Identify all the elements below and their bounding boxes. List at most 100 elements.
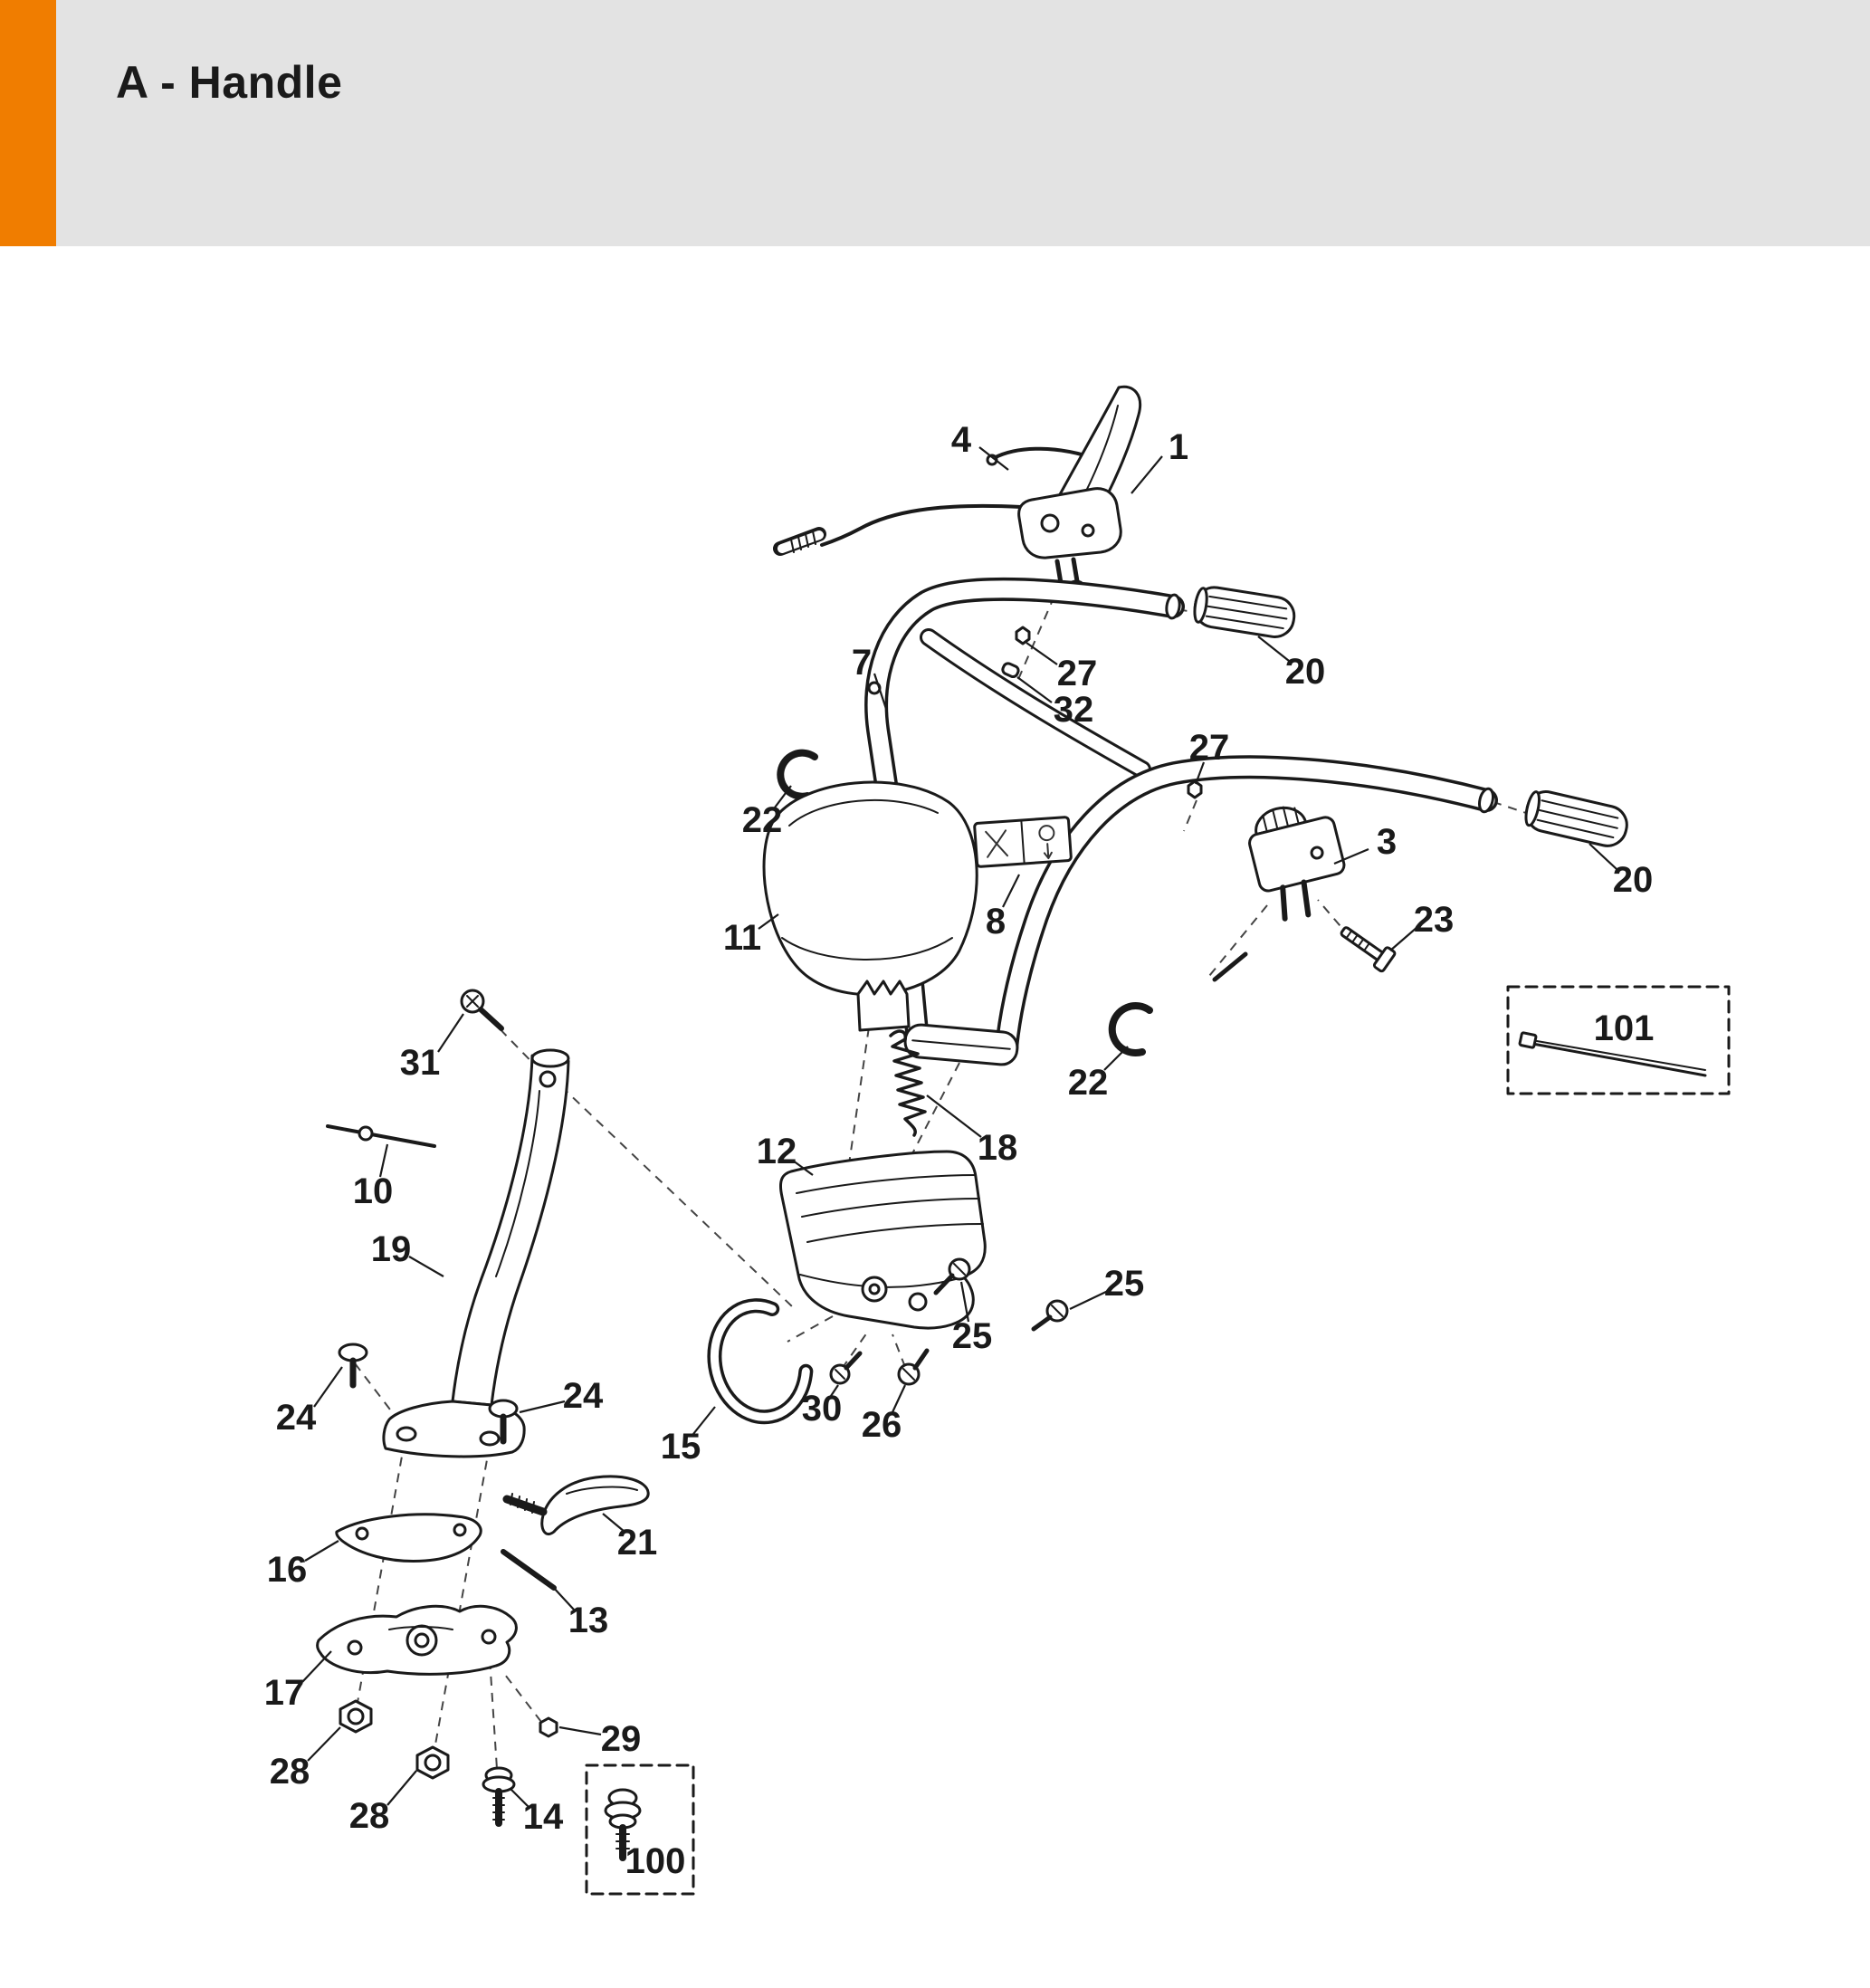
callout-leader — [1002, 874, 1020, 908]
callout-leader — [510, 1788, 530, 1808]
part-callout-31: 31 — [400, 1043, 441, 1083]
callout-leader — [386, 1770, 417, 1806]
part-callout-101: 101 — [1594, 1008, 1655, 1048]
part-callout-30: 30 — [802, 1389, 843, 1429]
part-callout-17: 17 — [264, 1673, 305, 1713]
callout-leader — [1589, 843, 1617, 870]
part-callout-18: 18 — [978, 1128, 1018, 1168]
part-callout-7: 7 — [852, 643, 872, 683]
nut-28b — [415, 1745, 450, 1780]
callout-leader — [437, 1013, 464, 1053]
part-callout-22: 22 — [1068, 1063, 1109, 1103]
bolt-24a — [338, 1343, 368, 1389]
part-callout-4: 4 — [951, 420, 972, 460]
part-callout-20: 20 — [1285, 652, 1326, 692]
screw-100 — [604, 1788, 642, 1861]
lower-handle-tube — [382, 1048, 570, 1458]
mount-bracket — [316, 1604, 518, 1676]
part-callout-28: 28 — [270, 1752, 310, 1792]
callout-leader — [1257, 636, 1290, 662]
nut-27-right — [1187, 779, 1203, 799]
detent-teeth — [856, 980, 911, 1032]
callout-leader — [892, 1384, 906, 1413]
circlip-upper — [777, 749, 818, 800]
part-callout-100: 100 — [625, 1841, 686, 1881]
rod-10 — [326, 1124, 436, 1148]
callout-leader — [692, 1406, 716, 1435]
callout-leader — [1016, 676, 1053, 703]
tension-spring — [889, 1029, 927, 1137]
part-callout-16: 16 — [267, 1550, 308, 1590]
part-callout-14: 14 — [523, 1797, 564, 1837]
clamp-ring — [707, 1298, 814, 1425]
part-callout-8: 8 — [986, 902, 1006, 941]
callout-leader — [558, 1725, 602, 1736]
callout-leader — [1069, 1290, 1109, 1310]
circlip-right — [1108, 1002, 1153, 1057]
part-callout-26: 26 — [862, 1405, 902, 1445]
nut-27-upper — [1015, 626, 1031, 645]
callout-leader — [378, 1143, 389, 1178]
optional-part-box-100 — [585, 1763, 695, 1896]
screw-14 — [482, 1766, 516, 1827]
callout-leader — [307, 1726, 341, 1762]
callout-leader — [830, 1384, 839, 1397]
spacer-plate — [335, 1513, 482, 1563]
part-callout-25: 25 — [952, 1316, 993, 1356]
console-cover — [762, 780, 978, 997]
callout-leader — [304, 1540, 339, 1562]
pin-13 — [501, 1549, 557, 1591]
page-title: A - Handle — [116, 57, 343, 108]
warning-label — [973, 816, 1073, 868]
part-callout-3: 3 — [1377, 822, 1397, 862]
part-callout-27: 27 — [1189, 728, 1230, 768]
callout-leader — [959, 1281, 970, 1323]
callout-leader — [774, 785, 792, 808]
callout-leader — [758, 913, 779, 930]
part-callout-13: 13 — [568, 1601, 609, 1640]
bolt-23 — [1340, 926, 1397, 973]
callout-leader — [313, 1366, 343, 1408]
part-callout-32: 32 — [1054, 690, 1094, 730]
grip-lower — [1524, 790, 1628, 847]
screw-25a — [933, 1257, 971, 1295]
callout-leader — [873, 673, 889, 712]
screw-30 — [829, 1351, 863, 1385]
callout-leader — [519, 1400, 566, 1414]
part-callout-27: 27 — [1057, 654, 1098, 693]
part-callout-22: 22 — [742, 800, 783, 840]
screw-25b — [1031, 1299, 1069, 1332]
part-callout-21: 21 — [617, 1523, 658, 1563]
callout-leader — [408, 1256, 444, 1277]
part-callout-15: 15 — [661, 1427, 701, 1467]
part-callout-11: 11 — [723, 918, 761, 958]
part-callout-29: 29 — [601, 1719, 642, 1759]
screw-31 — [460, 989, 504, 1031]
switch-knob — [1248, 806, 1346, 922]
part-callout-20: 20 — [1613, 860, 1654, 900]
switch-pin — [1212, 951, 1248, 982]
part-callout-23: 23 — [1414, 900, 1455, 940]
callout-leader — [551, 1585, 575, 1610]
part-callout-28: 28 — [349, 1796, 390, 1836]
throttle-lever — [1017, 385, 1141, 592]
lower-housing — [778, 1150, 987, 1330]
part-callout-24: 24 — [276, 1398, 317, 1438]
callout-leader — [1131, 455, 1163, 494]
part-callout-25: 25 — [1104, 1264, 1145, 1304]
nut-29 — [539, 1716, 558, 1738]
part-callout-1: 1 — [1169, 427, 1188, 467]
callout-leader — [792, 1160, 814, 1176]
clip-32 — [1001, 662, 1020, 679]
part-callout-19: 19 — [371, 1229, 412, 1269]
callout-leader — [1026, 642, 1058, 665]
callout-leader — [1194, 761, 1206, 785]
callout-leader — [602, 1513, 625, 1533]
callout-leader — [926, 1094, 982, 1138]
callout-leader — [1389, 926, 1418, 951]
optional-part-box-101 — [1506, 985, 1731, 1095]
part-callout-12: 12 — [757, 1132, 797, 1171]
nut-28a — [339, 1699, 373, 1734]
